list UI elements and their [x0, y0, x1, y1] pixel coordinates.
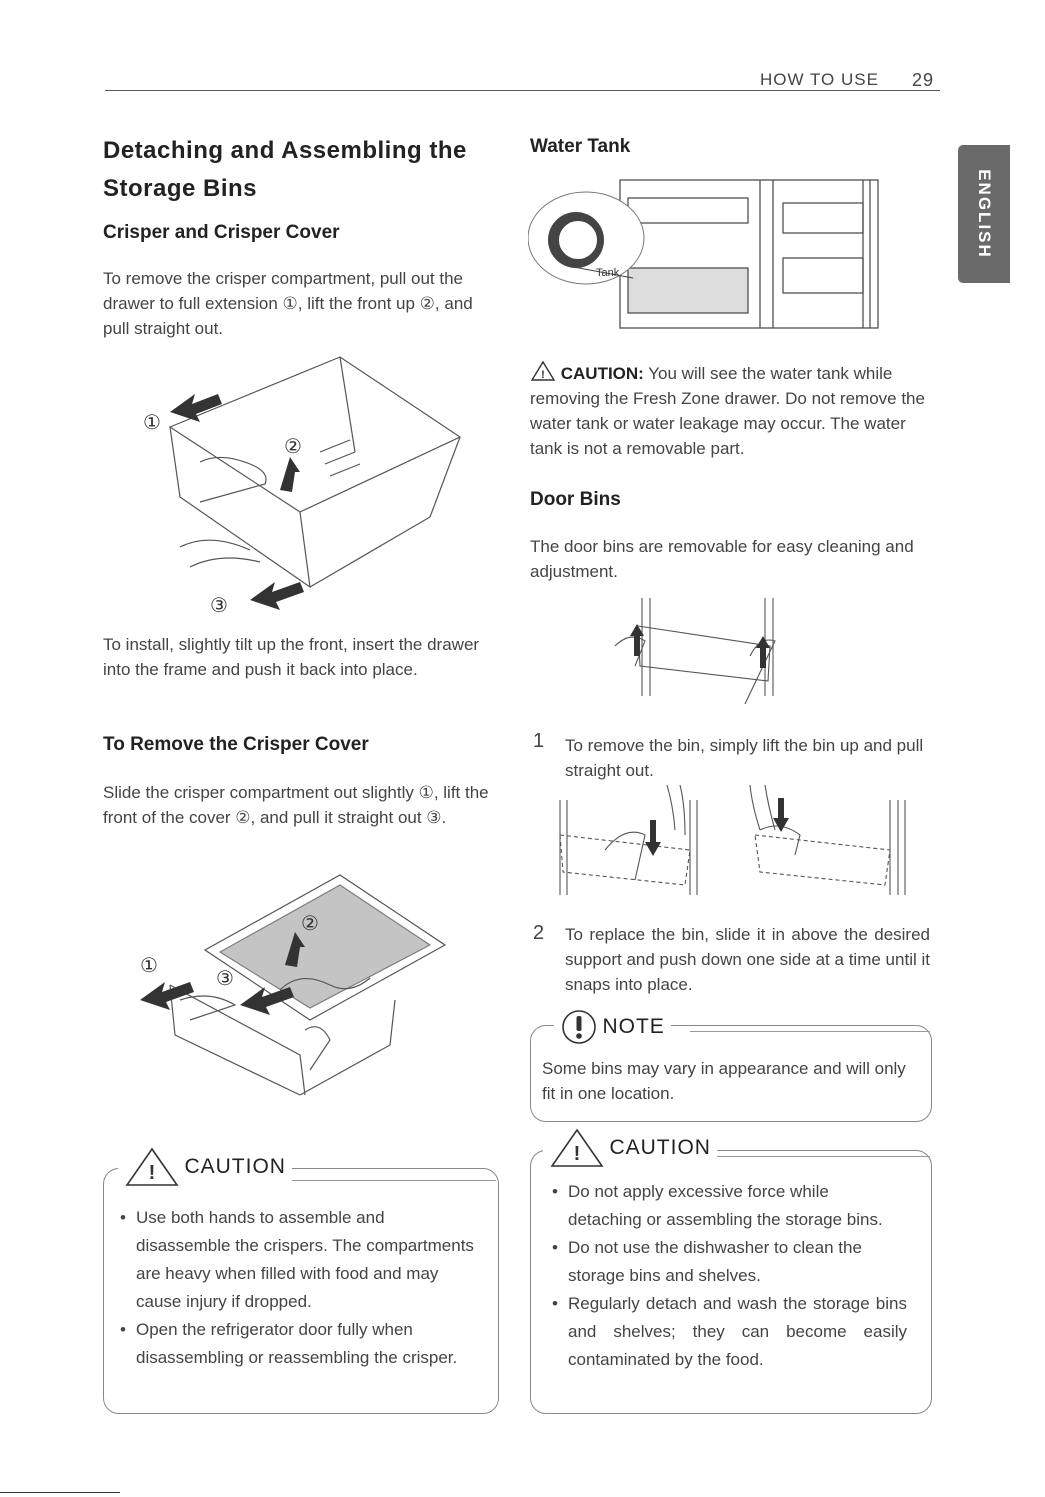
left-caution-list: • Use both hands to assemble and disasse… [120, 1204, 480, 1372]
right-caution-item: • Regularly detach and wash the storage … [552, 1290, 907, 1374]
water-tank-caution: ! CAUTION: You will see the water tank w… [530, 360, 925, 461]
section-title: HOW TO USE [760, 70, 879, 89]
warning-triangle-icon: ! [550, 1128, 604, 1167]
left-caution-item: • Open the refrigerator door fully when … [120, 1316, 480, 1372]
left-caution-item: • Use both hands to assemble and disasse… [120, 1204, 480, 1316]
step-1-number: 1 [533, 730, 545, 752]
left-caution-item-text: Open the refrigerator door fully when di… [136, 1320, 458, 1367]
water-tank-caution-text: You will see the water tank while removi… [530, 364, 925, 458]
crisper-heading: Crisper and Crisper Cover [103, 222, 340, 243]
fig2-label-2: ② [301, 913, 319, 935]
cover-text: Slide the crisper compartment out slight… [103, 783, 489, 827]
right-caution-item: • Do not apply excessive force while det… [552, 1178, 907, 1234]
door-bin-removal-illustration [600, 596, 800, 704]
right-caution-item: • Do not use the dishwasher to clean the… [552, 1234, 907, 1290]
warning-triangle-icon: ! [530, 360, 556, 381]
left-caution-item-text: Use both hands to assemble and disassemb… [136, 1208, 474, 1311]
note-title: NOTE [602, 1015, 665, 1038]
right-caution-list: • Do not apply excessive force while det… [552, 1178, 907, 1374]
fig1-label-3: ③ [210, 595, 228, 617]
left-caution-header: ! CAUTION [118, 1146, 292, 1188]
fig1-label-1: ① [143, 412, 161, 434]
svg-text:!: ! [541, 369, 545, 381]
note-header: NOTE [554, 1008, 671, 1046]
fig2-label-1: ① [140, 955, 158, 977]
left-caution-rule [290, 1180, 496, 1181]
header-rule [105, 90, 940, 91]
left-caution-box [103, 1168, 499, 1414]
step-2-number: 2 [533, 922, 545, 944]
right-caution-box [530, 1150, 932, 1414]
note-text: Some bins may vary in appearance and wil… [542, 1059, 906, 1103]
door-bin-replace-illustration-right [740, 780, 920, 895]
page-title: Detaching and Assembling the Storage Bin… [103, 137, 467, 202]
language-tab-label: ENGLISH [975, 169, 994, 259]
cover-heading: To Remove the Crisper Cover [103, 734, 369, 755]
left-caution-title: CAUTION [184, 1155, 286, 1178]
right-caution-header: ! CAUTION [543, 1127, 717, 1169]
footer-rule [0, 1492, 120, 1493]
right-caution-item-text: Regularly detach and wash the storage bi… [568, 1294, 907, 1369]
cover-removal-illustration [140, 870, 460, 1120]
door-bins-text: The door bins are removable for easy cle… [530, 537, 914, 581]
crisper-removal-illustration [140, 352, 470, 622]
door-bins-heading: Door Bins [530, 489, 621, 510]
tank-label: Tank [596, 267, 620, 279]
svg-text:!: ! [574, 1143, 581, 1165]
warning-triangle-icon: ! [125, 1147, 179, 1186]
water-tank-illustration [528, 178, 888, 330]
step-1-text: To remove the bin, simply lift the bin u… [565, 736, 924, 780]
language-tab: ENGLISH [958, 145, 1010, 283]
fig2-label-3: ③ [216, 968, 234, 990]
right-caution-item-text: Do not use the dishwasher to clean the s… [568, 1238, 862, 1285]
right-caution-rule [715, 1156, 930, 1157]
svg-text:!: ! [149, 1162, 156, 1184]
water-tank-heading: Water Tank [530, 136, 631, 157]
step-2-text: To replace the bin, slide it in above th… [565, 925, 930, 994]
note-rule [690, 1031, 930, 1032]
note-box [530, 1025, 932, 1122]
install-text: To install, slightly tilt up the front, … [103, 635, 480, 679]
fig1-label-2: ② [284, 436, 302, 458]
crisper-text: To remove the crisper compartment, pull … [103, 269, 473, 338]
right-caution-title: CAUTION [609, 1136, 711, 1159]
water-tank-caution-label: CAUTION: [560, 364, 644, 383]
door-bin-replace-illustration-left [555, 780, 715, 895]
right-caution-item-text: Do not apply excessive force while detac… [568, 1182, 883, 1229]
page-number: 29 [912, 70, 935, 90]
note-info-icon [562, 1010, 596, 1044]
